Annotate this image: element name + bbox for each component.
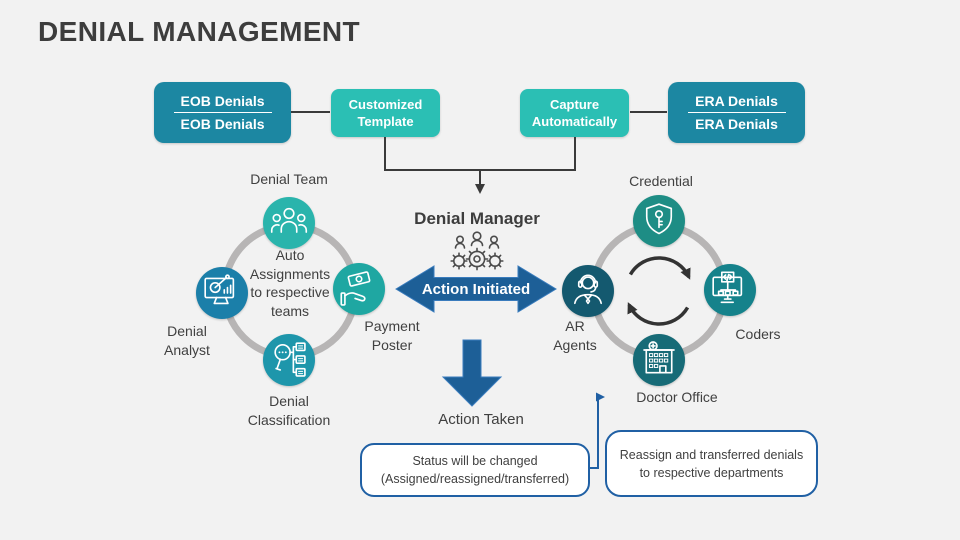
hand-money-icon <box>340 271 371 306</box>
customized-template-box: Customized Template <box>331 89 440 137</box>
hospital-building-icon <box>643 341 675 374</box>
coders-node <box>704 264 756 316</box>
customized-template-line2: Template <box>357 114 414 129</box>
ar-agents-node <box>562 265 614 317</box>
denial-analyst-node <box>196 267 248 319</box>
reassign-note-line1: Reassign and transferred denials <box>619 447 804 462</box>
box-divider <box>687 112 786 113</box>
action-taken-arrow <box>441 339 503 407</box>
team-gears-icon <box>450 231 504 271</box>
box-divider <box>173 112 272 113</box>
eob-denials-line2: EOB Denials <box>180 116 265 132</box>
payment-poster-node <box>333 263 385 315</box>
connector-merge <box>384 137 576 171</box>
denial-analyst-label: Denial Analyst <box>164 323 210 358</box>
action-initiated-arrow <box>395 265 557 313</box>
magnifier-documents-icon <box>274 342 306 377</box>
shield-key-icon <box>645 203 673 235</box>
eob-denials-line1: EOB Denials <box>180 93 265 109</box>
monitor-code-icon <box>712 271 743 304</box>
denial-classification-label: Denial Classification <box>247 393 331 428</box>
reassign-note: Reassign and transferred denials to resp… <box>605 430 818 497</box>
reassign-note-line2: to respective departments <box>639 465 784 480</box>
capture-automatically-line1: Capture <box>549 97 600 112</box>
era-denials-line1: ERA Denials <box>695 93 778 109</box>
coders-label: Coders <box>735 326 781 342</box>
eob-denials-box: EOB Denials EOB Denials <box>154 82 291 143</box>
status-note-line1: Status will be changed <box>412 454 538 468</box>
era-denials-box: ERA Denials ERA Denials <box>668 82 805 143</box>
credential-node <box>633 195 685 247</box>
capture-automatically-line2: Automatically <box>531 114 618 129</box>
page-title: DENIAL MANAGEMENT <box>38 16 361 47</box>
cycle-arrows-icon <box>628 256 691 280</box>
action-initiated-label: Action Initiated <box>421 281 531 298</box>
capture-automatically-box: Capture Automatically <box>520 89 629 137</box>
doctor-office-label: Doctor Office <box>636 389 718 405</box>
payment-poster-label: Payment Poster <box>364 318 420 353</box>
ar-agents-label: AR Agents <box>553 318 597 353</box>
status-note-line2: (Assigned/reassigned/transferred) <box>380 472 570 486</box>
denial-manager-label: Denial Manager <box>414 209 540 228</box>
monitor-analytics-icon <box>204 274 235 305</box>
denial-team-label: Denial Team <box>250 171 328 187</box>
left-cycle-center-text: Auto Assignments to respective teams <box>249 247 331 319</box>
status-note: Status will be changed (Assigned/reassig… <box>360 443 590 497</box>
connector-status-to-doctor-office <box>590 392 605 469</box>
customized-template-line1: Customized <box>348 97 423 112</box>
era-denials-line2: ERA Denials <box>695 116 778 132</box>
denial-team-node <box>263 197 315 249</box>
doctor-office-node <box>633 334 685 386</box>
denial-classification-node <box>263 334 315 386</box>
credential-label: Credential <box>629 173 693 189</box>
cycle-arrows-icon <box>627 302 690 326</box>
action-taken-label: Action Taken <box>438 411 524 428</box>
team-icon <box>270 207 308 233</box>
support-agent-icon <box>574 274 602 305</box>
